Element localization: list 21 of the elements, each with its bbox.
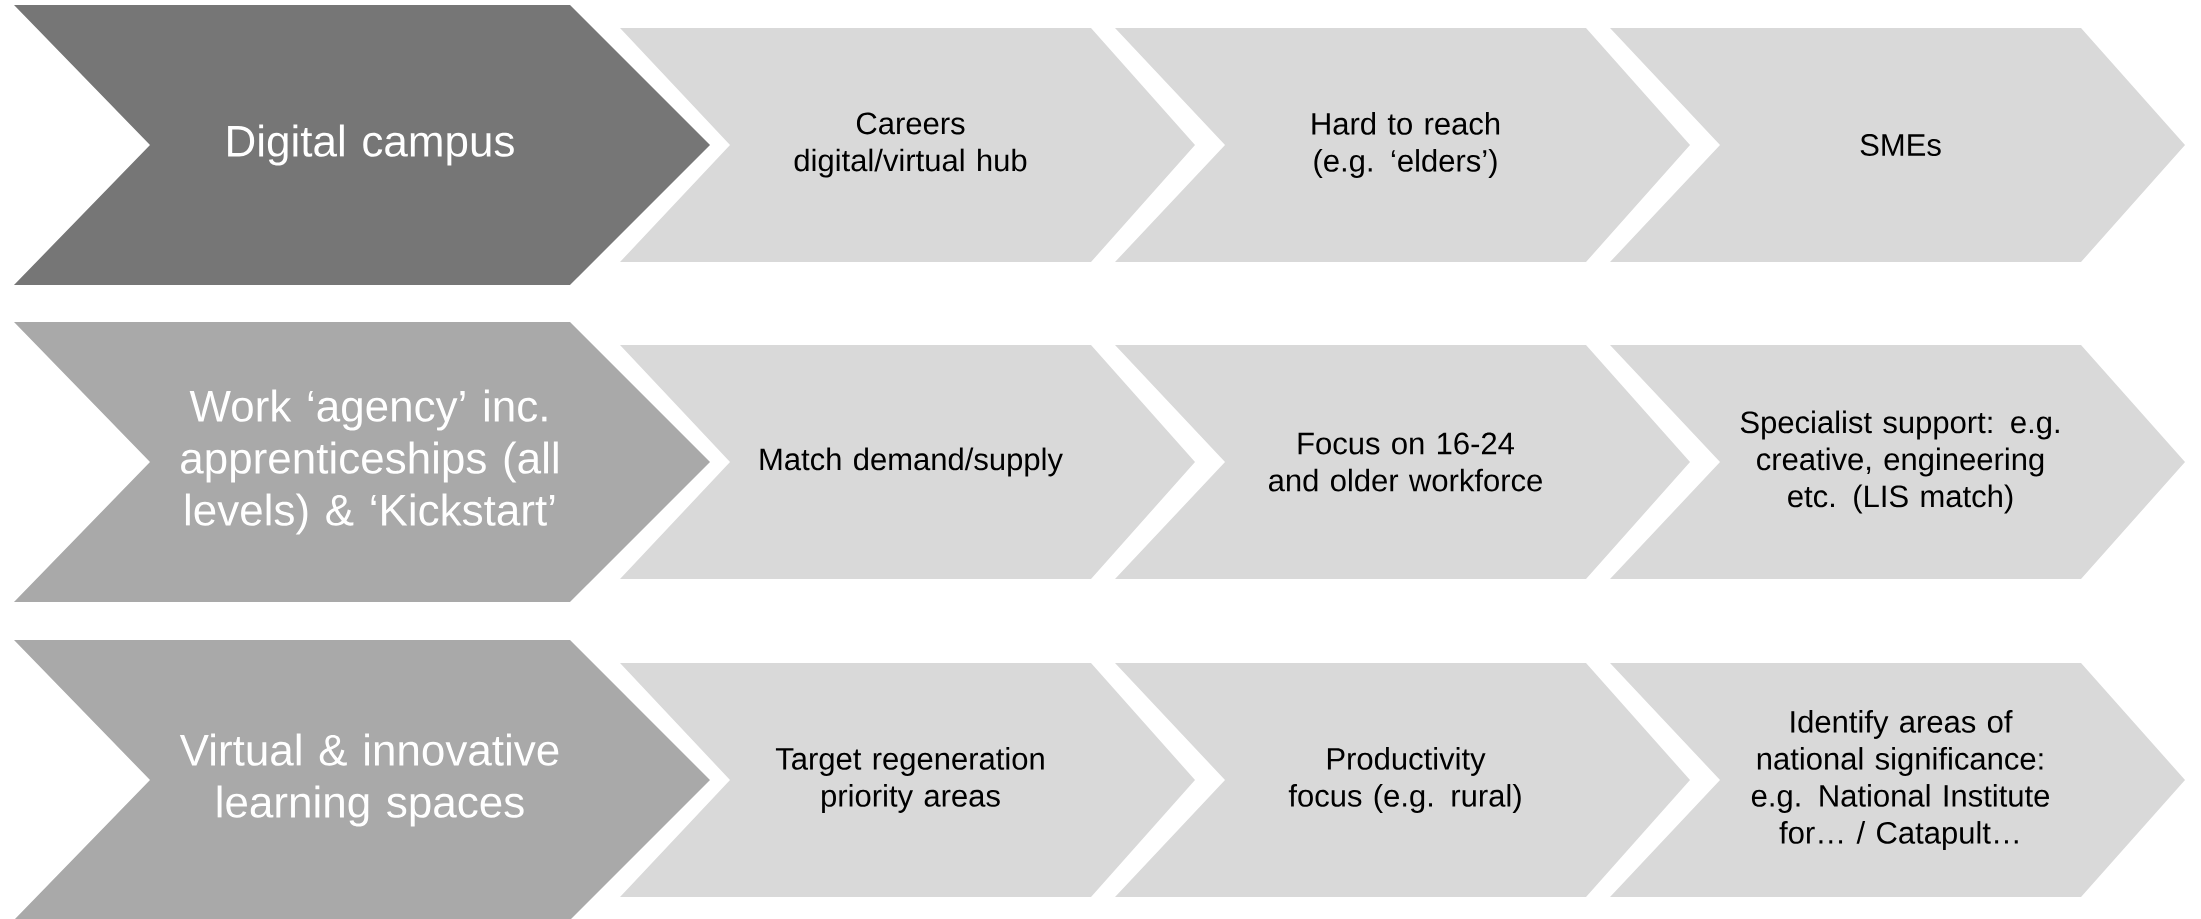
node-label: Match demand/supply [760, 447, 1063, 477]
node-label: Careers digital/virtual hub [794, 112, 1027, 178]
chevron-step: Specialist support: e.g. creative, engineering etc. (LIS match) [1610, 345, 2185, 579]
node-label: Target regeneration priority areas [775, 747, 1044, 813]
chevron-step: Focus on 16-24 and older workforce [1115, 345, 1690, 579]
chevron-step: Productivity focus (e.g. rural) [1115, 663, 1690, 897]
chevron-step: Hard to reach (e.g. ‘elders’) [1115, 28, 1690, 262]
chevron-step: SMEs [1610, 28, 2185, 262]
chevron-step: Careers digital/virtual hub [620, 28, 1195, 262]
chevron-step: Target regeneration priority areas [620, 663, 1195, 897]
chevron-step: Identify areas of national significance: e.g. National Institute for… / Catapult… [1610, 663, 2185, 897]
node-label: Hard to reach (e.g. ‘elders’) [1312, 112, 1500, 178]
node-label: Specialist support: e.g. creative, engineering etc. (LIS match) [1740, 410, 2059, 514]
chevron-banner: Virtual & innovative learning spaces [14, 640, 710, 919]
node-label: Identify areas of national significance: e.g. National Institute for… / Catapult… [1751, 710, 2050, 850]
node-label: SMEs [1860, 134, 1941, 156]
chevron-step: Match demand/supply [620, 345, 1195, 579]
chevron-banner: Digital campus [14, 5, 710, 285]
node-label: Focus on 16-24 and older workforce [1268, 432, 1542, 492]
node-label: Productivity focus (e.g. rural) [1288, 747, 1521, 813]
chevron-banner: Work ‘agency’ inc. apprenticeships (all levels) & ‘Kickstart’ [14, 322, 710, 602]
